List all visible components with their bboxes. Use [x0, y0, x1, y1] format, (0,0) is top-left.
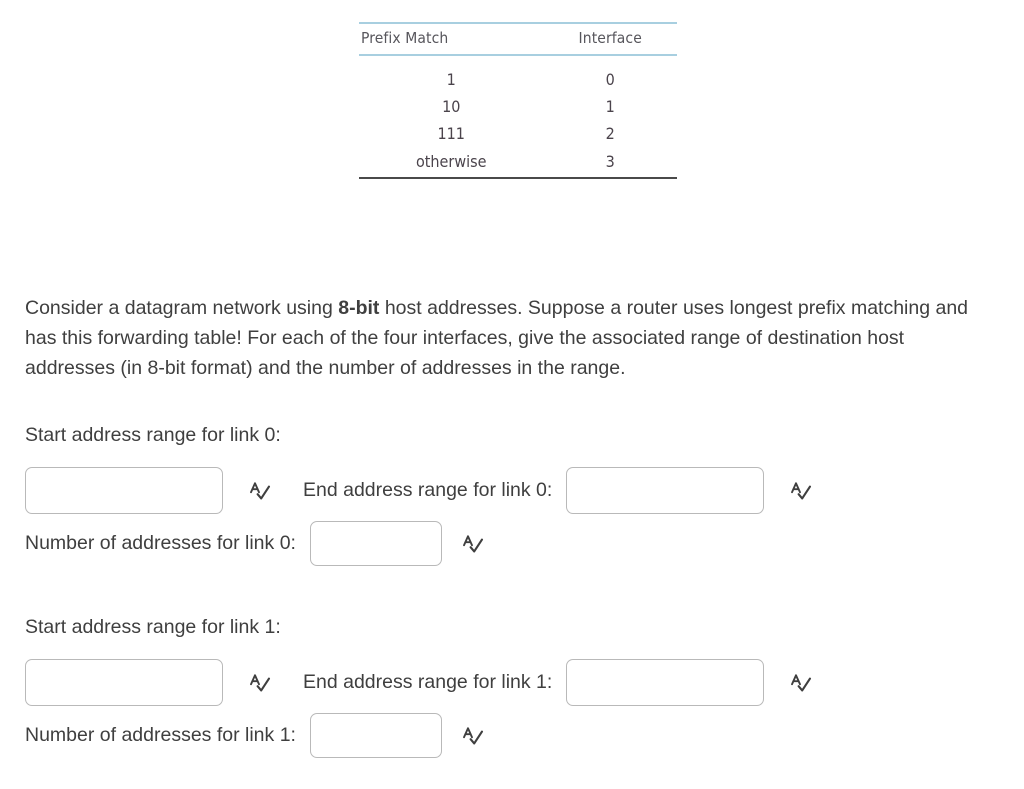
- column-header-prefix-match: Prefix Match: [359, 22, 544, 56]
- input-number-of-addresses-link-1[interactable]: [309, 713, 442, 758]
- label-end-address-range-link-1: End address range for link 1:: [303, 671, 553, 693]
- label-start-address-range-link-0: Start address range for link 0:: [25, 424, 281, 446]
- input-number-of-addresses-link-0[interactable]: [309, 521, 442, 566]
- answer-row-start-end-link-1: End address range for link 1:: [25, 659, 816, 706]
- input-start-address-range-link-0[interactable]: [25, 467, 223, 514]
- label-number-of-addresses-link-1: Number of addresses for link 1:: [25, 724, 296, 746]
- input-end-address-range-link-1[interactable]: [566, 659, 765, 706]
- answer-row-start-end-link-0: End address range for link 0:: [25, 467, 816, 514]
- spellcheck-icon[interactable]: [786, 476, 816, 506]
- label-number-of-addresses-link-0: Number of addresses for link 0:: [25, 532, 296, 554]
- question-text-part1: Consider a datagram network using: [25, 296, 339, 319]
- table-row: 1 0: [359, 55, 677, 93]
- column-header-interface: Interface: [543, 22, 677, 56]
- label-end-address-range-link-0: End address range for link 0:: [303, 479, 553, 501]
- cell-interface: 0: [605, 70, 615, 89]
- question-text: Consider a datagram network using 8-bit …: [25, 293, 985, 383]
- question-text-emphasis: 8-bit: [338, 296, 380, 319]
- table-row: otherwise 3: [359, 147, 677, 179]
- spellcheck-icon[interactable]: [245, 476, 275, 506]
- cell-prefix-match: 1: [446, 70, 456, 89]
- cell-prefix-match: 111: [437, 124, 465, 144]
- spellcheck-icon[interactable]: [458, 529, 488, 559]
- table-row: 111 2: [359, 120, 677, 147]
- question-text-part2: host addresses. Suppose a router uses lo…: [25, 296, 969, 379]
- cell-interface: 1: [605, 97, 615, 117]
- forwarding-table: Prefix Match Interface 1 0 10 1 111 2 ot…: [359, 22, 677, 179]
- table-header-row: Prefix Match Interface: [359, 22, 677, 56]
- input-start-address-range-link-1[interactable]: [25, 659, 223, 706]
- answer-row-count-link-1: Number of addresses for link 1:: [25, 713, 816, 758]
- cell-interface: 3: [543, 147, 677, 179]
- input-end-address-range-link-0[interactable]: [566, 467, 765, 514]
- forwarding-table-figure: Prefix Match Interface 1 0 10 1 111 2 ot…: [359, 22, 677, 179]
- cell-prefix-match: 10: [442, 97, 461, 117]
- cell-interface: 2: [605, 124, 615, 144]
- table-row: 10 1: [359, 93, 677, 120]
- question-group-link-1: Start address range for link 1: End addr…: [25, 612, 816, 758]
- spellcheck-icon[interactable]: [245, 668, 275, 698]
- spellcheck-icon[interactable]: [786, 668, 816, 698]
- spellcheck-icon[interactable]: [458, 721, 488, 751]
- question-group-link-0: Start address range for link 0: End addr…: [25, 420, 816, 566]
- cell-prefix-match: otherwise: [359, 147, 544, 179]
- answer-row-count-link-0: Number of addresses for link 0:: [25, 521, 816, 566]
- label-start-address-range-link-1: Start address range for link 1:: [25, 616, 281, 638]
